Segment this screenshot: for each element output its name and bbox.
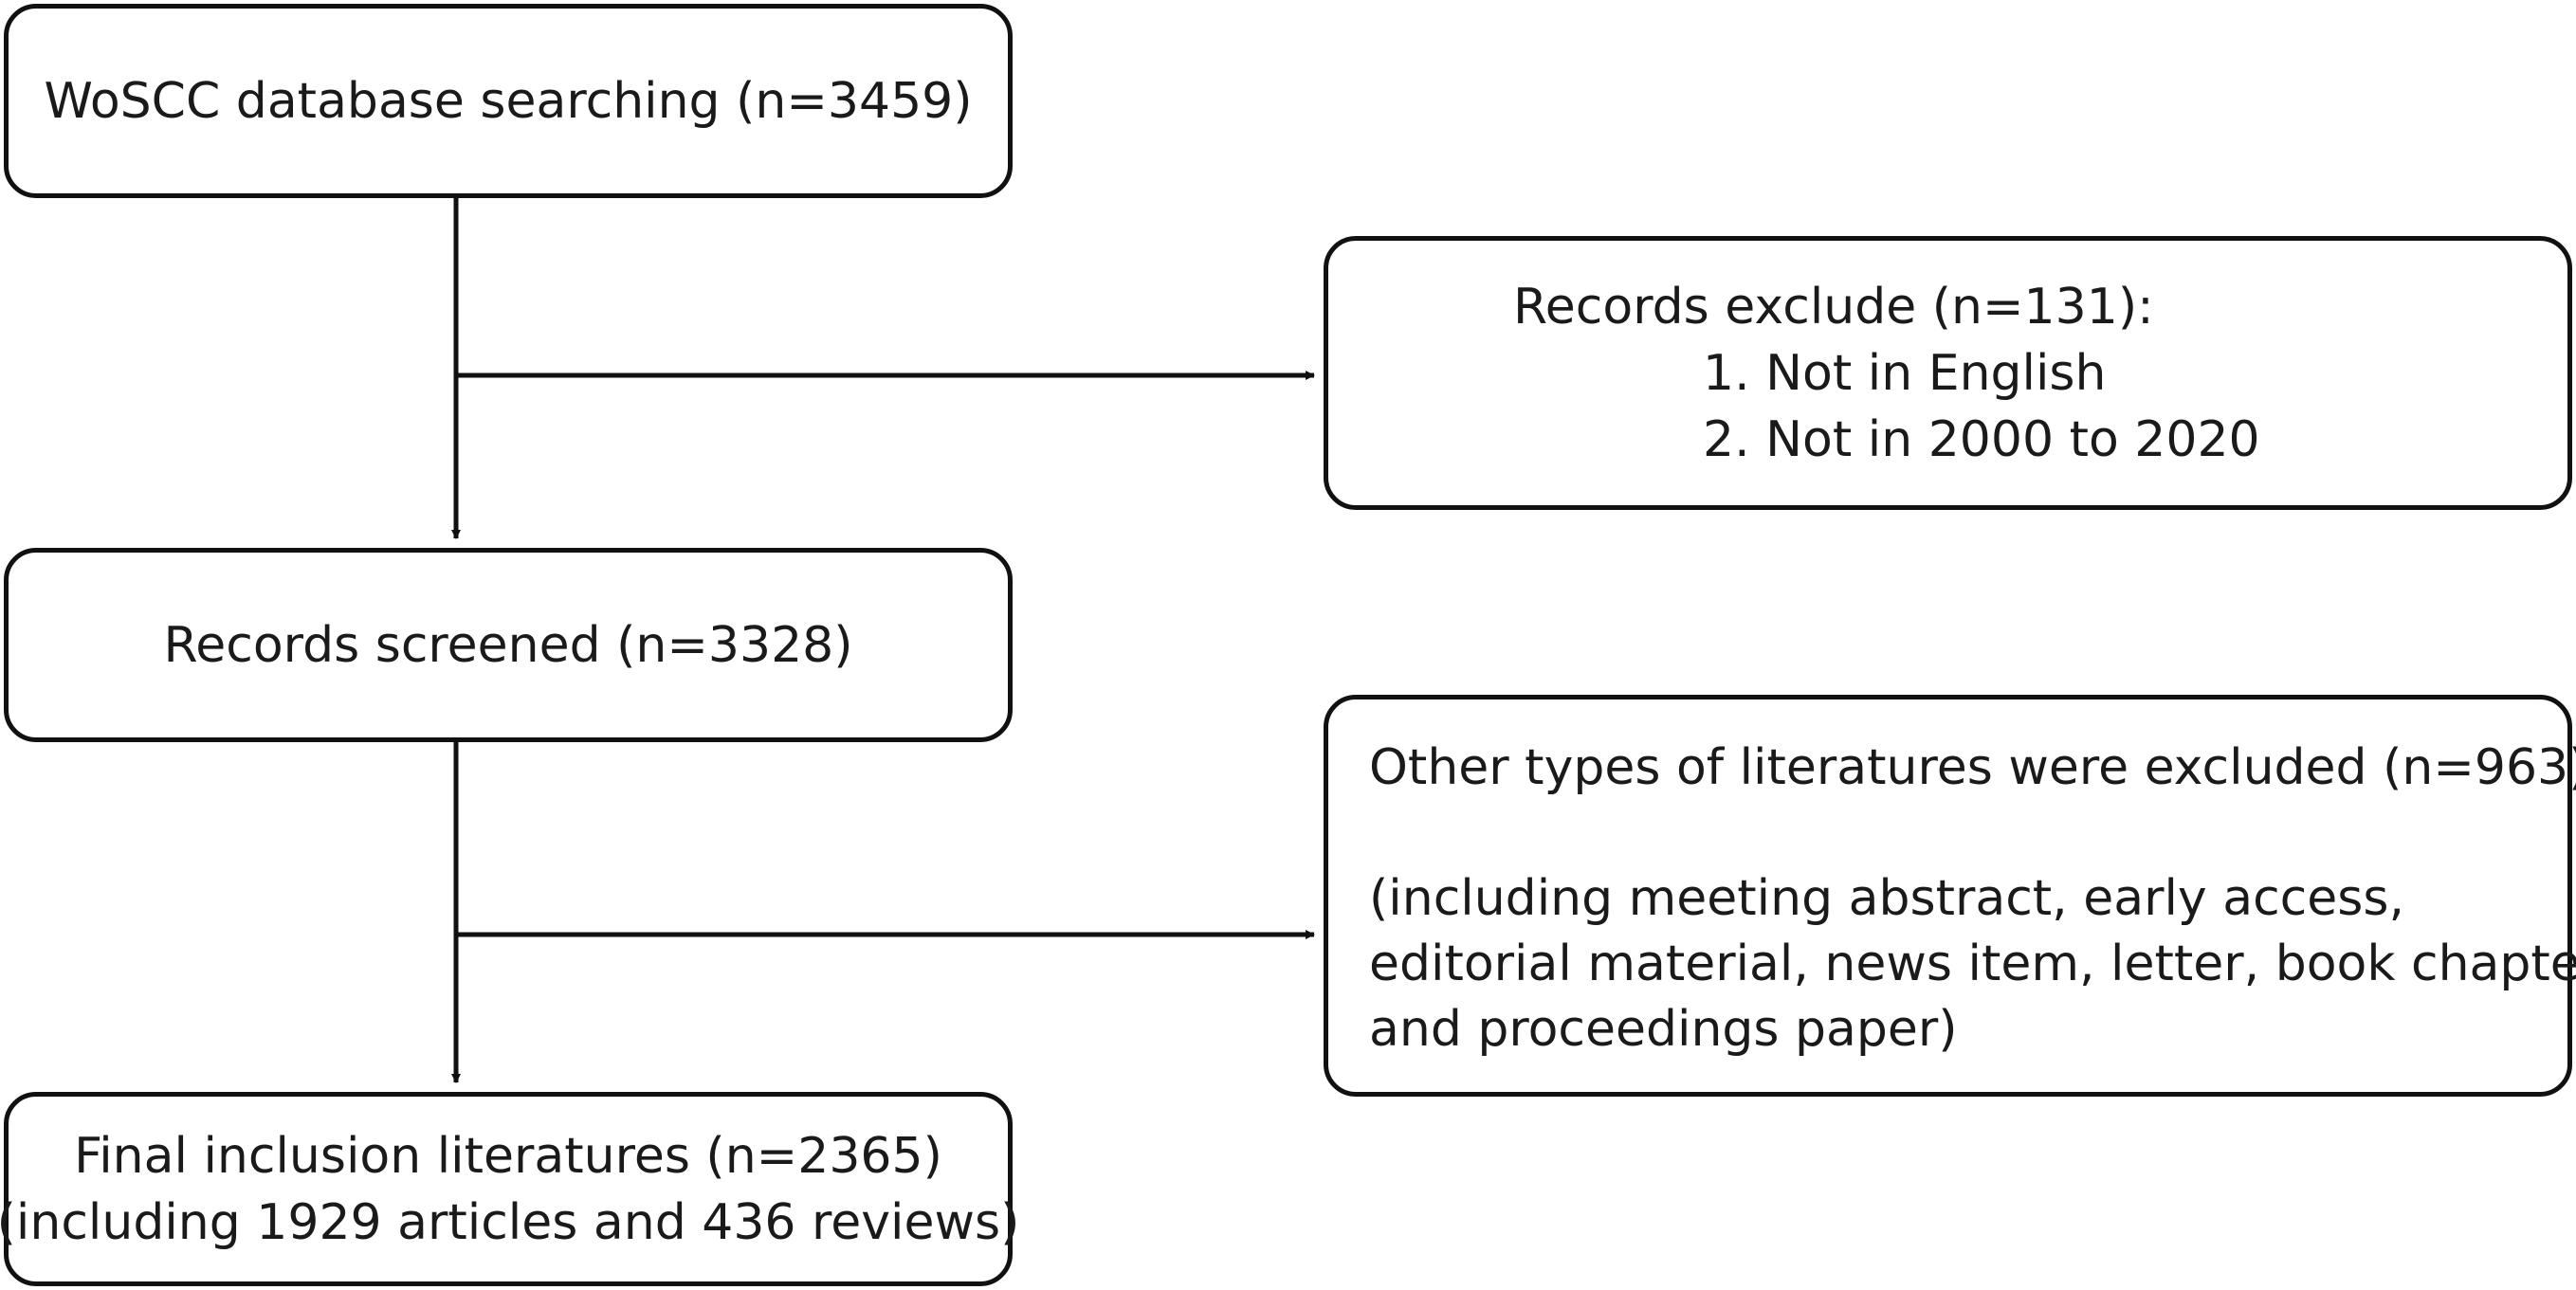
final-inclusion-title: Final inclusion literatures (n=2365)	[74, 1127, 942, 1185]
final-inclusion-box: Final inclusion literatures (n=2365) (in…	[0, 1092, 1019, 1286]
screened-text: Records screened (n=3328)	[163, 616, 853, 674]
screened-box: Records screened (n=3328)	[4, 548, 1013, 742]
exclude-item-english: 1. Not in English	[1703, 344, 2107, 402]
exclude-types-detail-3: and proceedings paper)	[1369, 1001, 1958, 1058]
exclude-language-year-title: Records exclude (n=131):	[1513, 278, 2154, 336]
exclude-types-detail-2: editorial material, news item, letter, b…	[1369, 936, 2576, 992]
search-text: WoSCC database searching (n=3459)	[44, 72, 973, 130]
exclude-language-year-box: Records exclude (n=131): 1. Not in Engli…	[1324, 236, 2572, 510]
exclude-item-year-range: 2. Not in 2000 to 2020	[1703, 410, 2260, 468]
search-box: WoSCC database searching (n=3459)	[4, 4, 1013, 198]
exclude-types-title: Other types of literatures were excluded…	[1369, 739, 2576, 796]
final-inclusion-detail: (including 1929 articles and 436 reviews…	[0, 1193, 1020, 1251]
exclude-types-box: Other types of literatures were excluded…	[1324, 695, 2576, 1097]
exclude-types-detail-1: (including meeting abstract, early acces…	[1369, 870, 2404, 927]
